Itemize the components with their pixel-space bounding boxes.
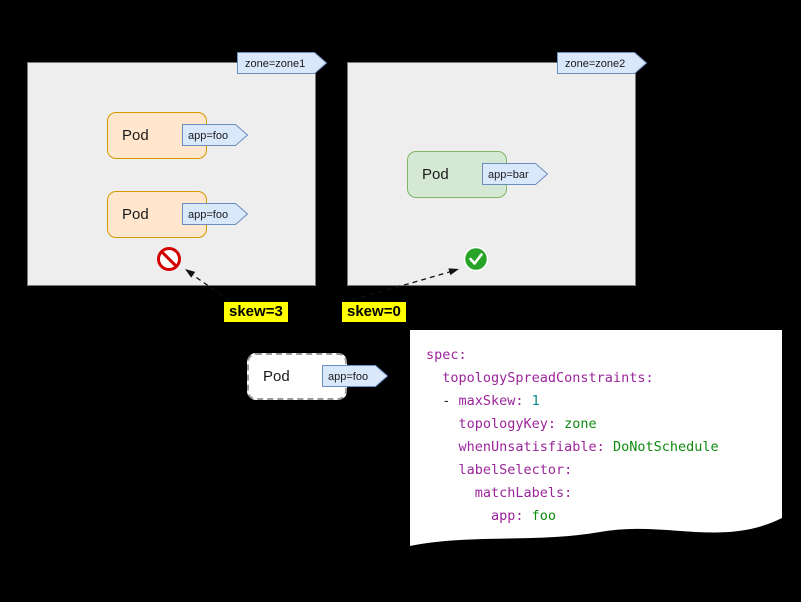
zone1-tag-label: zone=zone1 xyxy=(245,58,305,70)
zone1-tag: zone=zone1 xyxy=(237,52,327,74)
zone-tag-shape xyxy=(237,52,327,74)
yaml-line: - maxSkew: 1 xyxy=(426,390,782,413)
app-tag-shape xyxy=(182,203,248,225)
zone2-pod-1-app-tag: app=bar xyxy=(482,163,548,185)
yaml-token: app: xyxy=(426,508,524,524)
yaml-spec-panel: spec: topologySpreadConstraints: - maxSk… xyxy=(410,330,782,548)
zone2-tag: zone=zone2 xyxy=(557,52,647,74)
app-tag-label: app=foo xyxy=(188,130,228,142)
app-tag-shape xyxy=(182,124,248,146)
yaml-line: app: foo xyxy=(426,505,782,528)
pod-label: Pod xyxy=(122,127,149,144)
paper-shape xyxy=(410,330,782,546)
app-tag-label: app=foo xyxy=(188,209,228,221)
zone2-tag-label: zone=zone2 xyxy=(565,58,625,70)
app-tag-shape xyxy=(482,163,548,185)
yaml-token: DoNotSchedule xyxy=(604,439,719,455)
pod-label: Pod xyxy=(263,368,290,385)
yaml-token: labelSelector: xyxy=(426,462,573,478)
yaml-token: whenUnsatisfiable: xyxy=(426,439,605,455)
yaml-token: - xyxy=(426,393,459,409)
yaml-token: spec: xyxy=(426,347,467,363)
yaml-token: topologyKey: xyxy=(426,416,557,432)
yaml-line: spec: xyxy=(426,344,782,367)
pod-label: Pod xyxy=(122,206,149,223)
yaml-token: foo xyxy=(523,508,557,524)
yaml-line: matchLabels: xyxy=(426,482,782,505)
zone-tag-shape xyxy=(557,52,647,74)
app-tag-shape xyxy=(322,365,388,387)
yaml-token: matchLabels: xyxy=(426,485,573,501)
yaml-line: topologyKey: zone xyxy=(426,413,782,436)
yaml-token: topologySpreadConstraints: xyxy=(426,370,654,386)
pending-pod: Pod xyxy=(247,353,347,400)
skew-label-zone2: skew=0 xyxy=(342,302,406,322)
yaml-token: 1 xyxy=(523,393,540,409)
pod-label: Pod xyxy=(422,166,449,183)
zone1-pod-2-app-tag: app=foo xyxy=(182,203,248,225)
yaml-line: labelSelector: xyxy=(426,459,782,482)
app-tag-label: app=foo xyxy=(328,371,368,383)
yaml-token: zone xyxy=(556,416,597,432)
skew-label-zone1: skew=3 xyxy=(224,302,288,322)
pending-pod-app-tag: app=foo xyxy=(322,365,388,387)
zone1-pod-1-app-tag: app=foo xyxy=(182,124,248,146)
yaml-line: topologySpreadConstraints: xyxy=(426,367,782,390)
yaml-code: spec: topologySpreadConstraints: - maxSk… xyxy=(410,330,782,528)
yaml-line: whenUnsatisfiable: DoNotSchedule xyxy=(426,436,782,459)
app-tag-label: app=bar xyxy=(488,169,529,181)
zone1-box xyxy=(27,62,316,286)
yaml-token: maxSkew: xyxy=(458,393,524,409)
